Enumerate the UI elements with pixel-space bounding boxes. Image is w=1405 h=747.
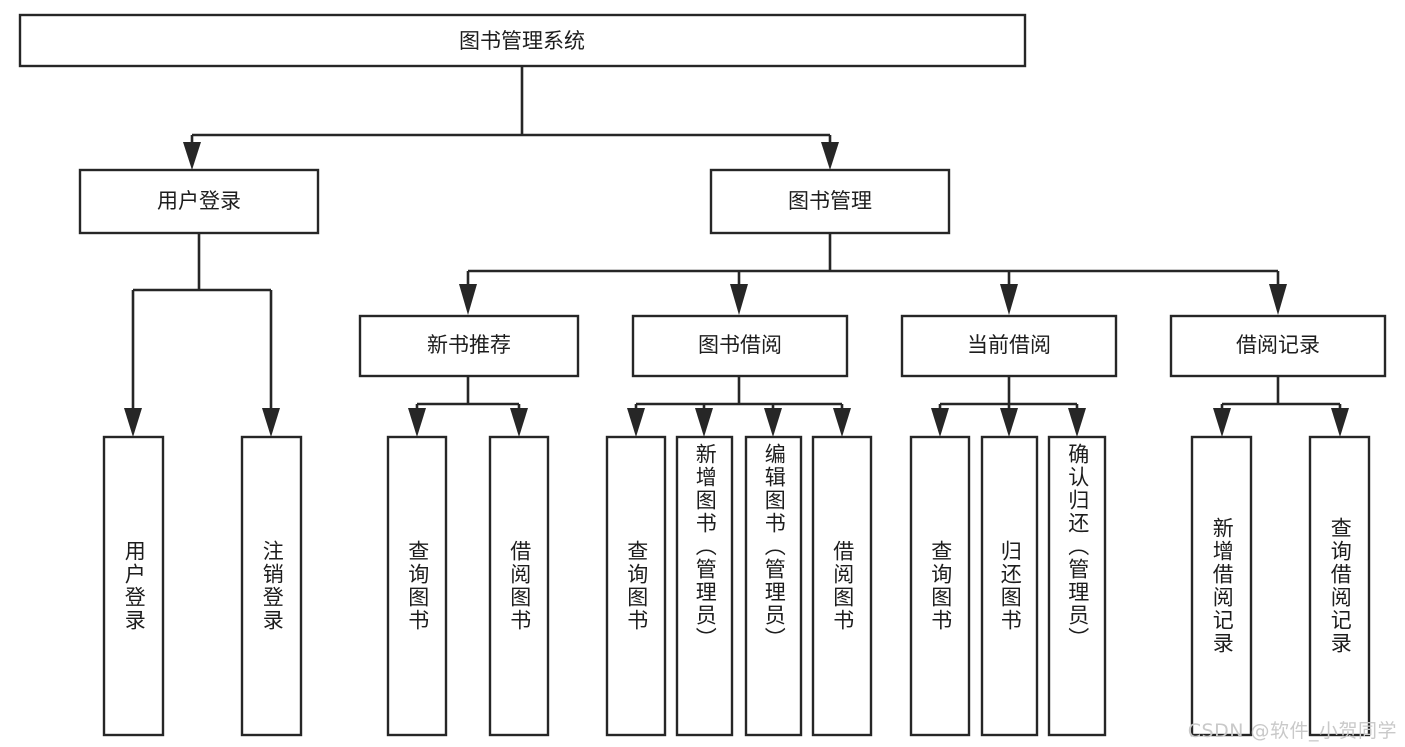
node-new-book-recommend-box[interactable] — [358, 314, 580, 378]
node-current-borrow-box[interactable] — [900, 314, 1118, 378]
connector-book-management-to-level3 — [459, 233, 1287, 315]
leaf-box-borrow-book-1[interactable] — [488, 435, 550, 737]
connector-user-login-to-leaves — [124, 233, 280, 437]
node-book-management-box[interactable] — [709, 168, 951, 235]
leaf-box-query-book-1[interactable] — [386, 435, 448, 737]
node-borrow-record-box[interactable] — [1169, 314, 1387, 378]
node-book-management-label: 图书管理 — [788, 189, 872, 213]
connector-borrow-record-to-leaves — [1213, 376, 1349, 437]
node-root-box[interactable] — [18, 13, 1027, 68]
node-borrow-record-label: 借阅记录 — [1236, 333, 1320, 357]
node-user-login-box[interactable] — [78, 168, 320, 235]
node-book-borrow-box[interactable] — [631, 314, 849, 378]
connector-root-to-level2 — [183, 66, 839, 170]
csdn-watermark: CSDN @软件_小贺同学 — [1187, 720, 1397, 742]
connector-current-borrow-to-leaves — [931, 376, 1086, 437]
node-new-book-recommend[interactable]: 新书推荐 — [358, 314, 580, 378]
node-book-management[interactable]: 图书管理 — [709, 168, 951, 235]
node-borrow-record[interactable]: 借阅记录 — [1169, 314, 1387, 378]
leaf-box-edit-book[interactable] — [744, 435, 803, 737]
node-user-login[interactable]: 用户登录 — [78, 168, 320, 235]
connector-book-borrow-to-leaves — [627, 376, 851, 437]
node-root[interactable]: 图书管理系统 — [18, 13, 1027, 68]
connector-new-book-recommend-to-leaves — [408, 376, 528, 437]
node-book-borrow-label: 图书借阅 — [698, 333, 782, 357]
node-current-borrow[interactable]: 当前借阅 — [900, 314, 1118, 378]
leaf-box-query-book-3[interactable] — [909, 435, 971, 737]
leaf-box-return-book[interactable] — [980, 435, 1039, 737]
leaf-box-add-record[interactable] — [1190, 435, 1253, 737]
leaf-box-user-login[interactable] — [102, 435, 165, 737]
node-book-borrow[interactable]: 图书借阅 — [631, 314, 849, 378]
leaf-box-borrow-book-2[interactable] — [811, 435, 873, 737]
node-current-borrow-label: 当前借阅 — [967, 333, 1051, 357]
leaf-box-confirm-return[interactable] — [1047, 435, 1107, 737]
leaf-box-user-logout[interactable] — [240, 435, 303, 737]
leaf-box-add-book[interactable] — [675, 435, 734, 737]
node-new-book-recommend-label: 新书推荐 — [427, 333, 511, 357]
leaf-box-query-book-2[interactable] — [605, 435, 667, 737]
node-root-label: 图书管理系统 — [459, 29, 585, 53]
leaf-box-query-record[interactable] — [1308, 435, 1371, 737]
node-user-login-label: 用户登录 — [157, 189, 241, 213]
